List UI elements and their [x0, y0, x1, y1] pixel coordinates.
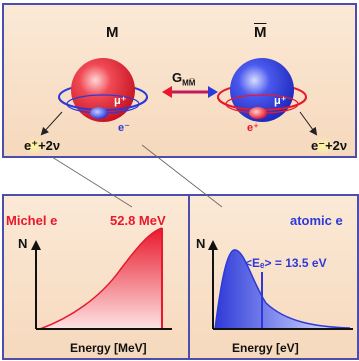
michel-x-axis-label: Energy [MeV]	[70, 341, 147, 355]
coupling-symbol: G	[172, 70, 183, 85]
top-panel	[2, 3, 357, 158]
antimuonium-label: M	[254, 24, 267, 41]
atomic-y-axis-label: N	[196, 236, 206, 251]
antimuonium-sphere	[230, 58, 294, 122]
muon-label-right: μ⁺	[274, 95, 287, 107]
positron-dot	[249, 107, 267, 119]
michel-endpoint-label: 52.8 MeV	[110, 213, 166, 228]
electron-dot	[90, 107, 108, 119]
muonium-sphere	[71, 58, 135, 122]
muon-label-left: μ⁺	[114, 95, 127, 107]
coupling-subscript: MM̅	[182, 78, 196, 88]
left-decay-arrow	[40, 111, 63, 136]
michel-area	[40, 228, 162, 329]
decay-label-right: e⁻+2ν	[311, 138, 348, 153]
decay-label-left: e⁺+2ν	[24, 138, 61, 153]
connector-line-atomic	[141, 144, 223, 208]
muonium-label: M	[106, 24, 119, 41]
atomic-panel	[188, 194, 359, 360]
mean-energy-label: <Eₑ> = 13.5 eV	[245, 256, 327, 270]
electron-label-right: e⁺	[247, 122, 259, 134]
coupling-label: GMM̅	[172, 70, 195, 88]
michel-title: Michel e	[6, 213, 58, 228]
michel-spectrum	[31, 227, 172, 330]
michel-y-axis-label: N	[18, 236, 28, 251]
antimuonium-atom	[217, 58, 307, 122]
right-glow	[312, 137, 334, 155]
atomic-x-axis-label: Energy [eV]	[232, 341, 299, 355]
conversion-arrow	[162, 86, 218, 98]
electron-label-left: e⁻	[118, 122, 130, 134]
atomic-title: atomic e	[290, 213, 343, 228]
muonium-atom	[58, 58, 148, 122]
right-decay-arrow	[299, 111, 318, 136]
left-glow	[23, 137, 45, 155]
connector-line-michel	[51, 156, 133, 208]
atomic-spectrum	[208, 240, 353, 330]
